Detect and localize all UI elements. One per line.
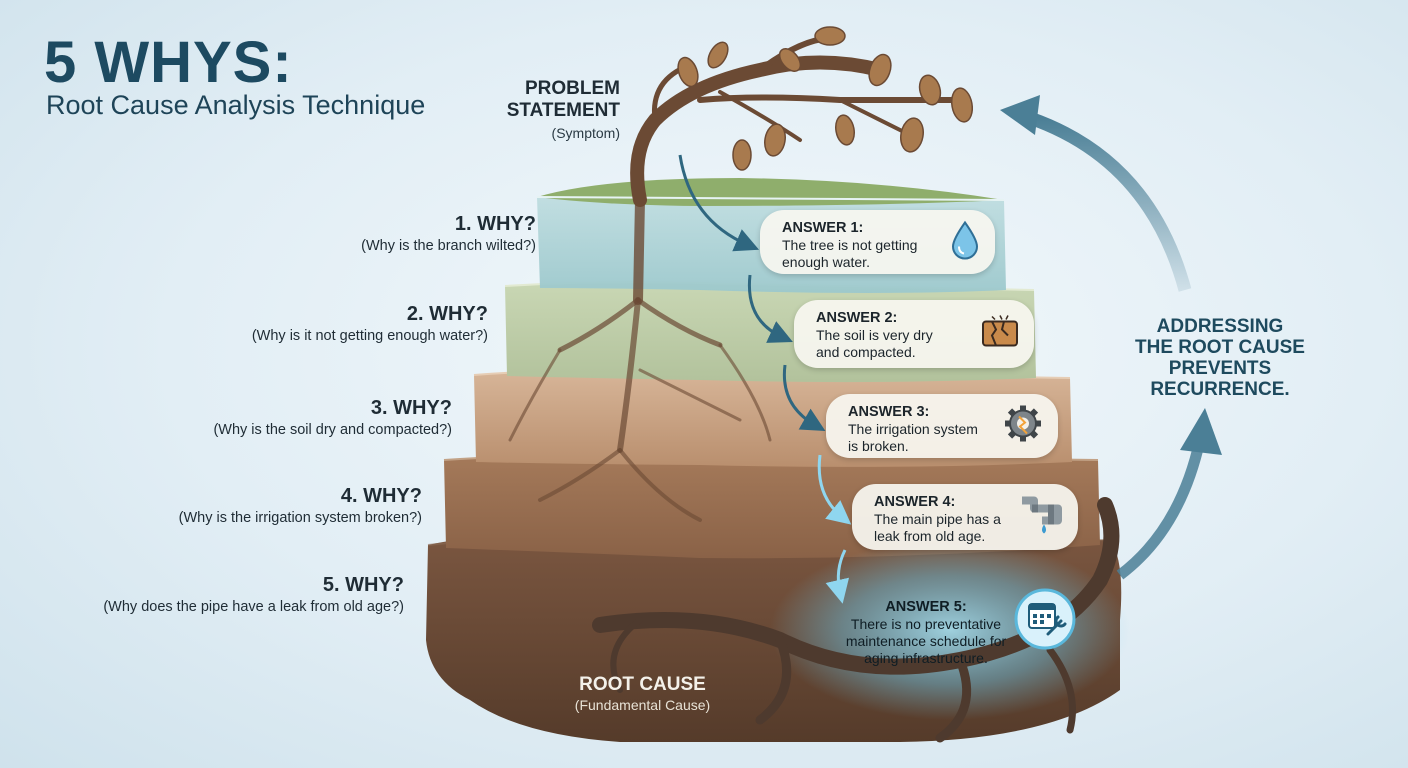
answer-1-card: ANSWER 1: The tree is not getting enough… <box>760 210 995 274</box>
why-2: 2. WHY? (Why is it not getting enough wa… <box>252 302 488 346</box>
why-3-question: 3. WHY? <box>370 397 452 419</box>
recurrence-line1: ADDRESSING <box>1156 316 1284 337</box>
page-title: 5 WHYS: <box>44 30 293 95</box>
answer-2-heading: ANSWER 2: <box>816 310 898 326</box>
page-subtitle: Root Cause Analysis Technique <box>46 90 426 120</box>
answer-1-heading: ANSWER 1: <box>782 220 864 236</box>
problem-statement: PROBLEM STATEMENT (Symptom) <box>470 78 620 144</box>
answer-4-heading: ANSWER 4: <box>874 494 956 510</box>
flow-arrows <box>678 154 826 431</box>
answer-4-card: ANSWER 4: The main pipe has a leak from … <box>852 484 1078 550</box>
recurrence-cycle-arrows <box>1000 95 1222 580</box>
recurrence-line2: THE ROOT CAUSE <box>1135 337 1305 358</box>
answer-2-card: ANSWER 2: The soil is very dry and compa… <box>794 300 1034 368</box>
why-1-detail: (Why is the branch wilted?) <box>361 238 536 254</box>
problem-heading-line1: PROBLEM <box>525 78 620 99</box>
why-5: 5. WHY? (Why does the pipe have a leak f… <box>103 573 404 617</box>
problem-sub: (Symptom) <box>551 125 620 141</box>
answer-3-line2: is broken. <box>848 438 909 454</box>
gnarled-root <box>592 497 1120 743</box>
answer-5-line1: There is no preventative <box>850 616 1002 632</box>
answer-4-line1: The main pipe has a <box>874 511 1001 527</box>
answer-5-line3: aging infrastructure. <box>864 650 988 666</box>
calendar-wrench-icon <box>1014 588 1076 655</box>
leaking-pipe-icon <box>1018 493 1064 542</box>
why-1: 1. WHY? (Why is the branch wilted?) <box>361 212 536 256</box>
why-2-detail: (Why is it not getting enough water?) <box>251 328 488 344</box>
why-4-detail: (Why is the irrigation system broken?) <box>178 510 422 526</box>
why-5-detail: (Why does the pipe have a leak from old … <box>103 599 404 615</box>
flow-arrows-light <box>817 454 852 604</box>
root-cause-label: ROOT CAUSE (Fundamental Cause) <box>560 674 725 714</box>
recurrence-line3: PREVENTS <box>1168 358 1272 379</box>
why-2-question: 2. WHY? <box>406 303 488 325</box>
recurrence-message: ADDRESSING THE ROOT CAUSE PREVENTS RECUR… <box>1130 316 1310 400</box>
answer-5-line2: maintenance schedule for <box>845 633 1007 649</box>
answer-3-card: ANSWER 3: The irrigation system is broke… <box>826 394 1058 458</box>
answer-3-heading: ANSWER 3: <box>848 404 930 420</box>
root-cause-sub: (Fundamental Cause) <box>574 697 711 713</box>
why-4: 4. WHY? (Why is the irrigation system br… <box>179 484 422 528</box>
answer-1-line1: The tree is not getting <box>782 237 918 253</box>
problem-heading-line2: STATEMENT <box>506 100 620 121</box>
why-1-question: 1. WHY? <box>454 213 536 235</box>
why-5-question: 5. WHY? <box>322 574 404 596</box>
why-4-question: 4. WHY? <box>340 485 422 507</box>
tree-leaves <box>677 26 974 171</box>
answer-4-line2: leak from old age. <box>874 528 986 544</box>
why-3-detail: (Why is the soil dry and compacted?) <box>213 422 452 438</box>
broken-gear-icon <box>1002 403 1044 450</box>
answer-5-heading: ANSWER 5: <box>885 599 967 615</box>
root-cause-glow <box>770 540 1130 720</box>
answer-2-line1: The soil is very dry <box>816 327 933 343</box>
why-3: 3. WHY? (Why is the soil dry and compact… <box>213 396 452 440</box>
answer-1-line2: enough water. <box>782 254 870 270</box>
root-cause-heading: ROOT CAUSE <box>579 674 706 695</box>
answer-2-line2: and compacted. <box>816 344 916 360</box>
cracked-soil-icon <box>980 314 1020 355</box>
water-drop-icon <box>949 220 981 265</box>
answer-5-card: ANSWER 5: There is no preventative maint… <box>826 598 1026 667</box>
recurrence-line4: RECURRENCE. <box>1150 379 1290 400</box>
answer-3-line1: The irrigation system <box>848 421 978 437</box>
